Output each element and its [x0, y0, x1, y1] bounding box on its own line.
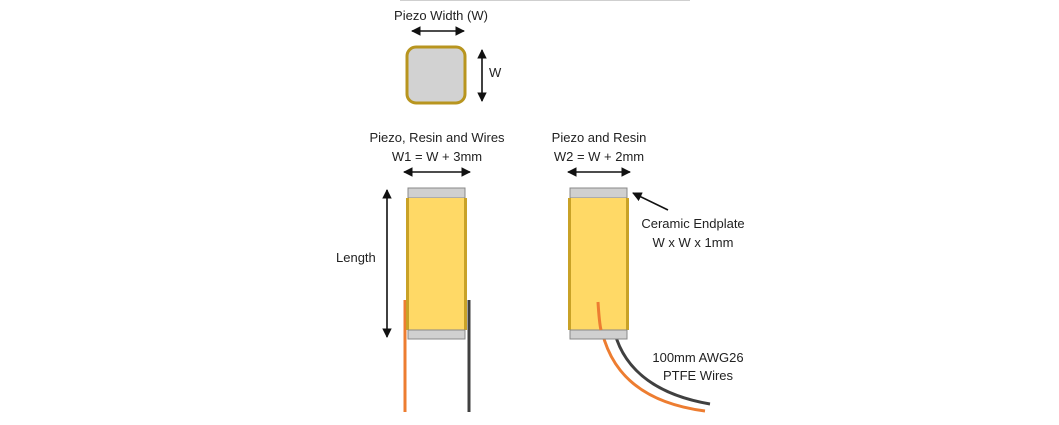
ceramic-endplate-label: Ceramic Endplate — [641, 216, 744, 231]
top-endplate-right — [569, 187, 628, 199]
endplate-dims-label: W x W x 1mm — [653, 235, 734, 250]
endplate-callout-arrow — [632, 192, 669, 211]
piezo-width-label: Piezo Width (W) — [394, 8, 488, 23]
orange-wire-right-top — [596, 301, 603, 331]
top-endplate-left — [407, 187, 466, 199]
piezo-and-resin-label: Piezo and Resin — [552, 130, 647, 145]
w-label: W — [489, 65, 502, 80]
wire-type-label: PTFE Wires — [663, 368, 734, 383]
piezo-resin-wires-label: Piezo, Resin and Wires — [369, 130, 505, 145]
length-label: Length — [336, 250, 376, 265]
bottom-endplate-left — [407, 329, 466, 340]
piezo-square — [405, 45, 467, 105]
wire-length-label: 100mm AWG26 — [652, 350, 743, 365]
bottom-endplate-right — [569, 329, 628, 340]
w2-formula-label: W2 = W + 2mm — [554, 149, 644, 164]
resin-body-left — [406, 198, 467, 330]
w1-formula-label: W1 = W + 3mm — [392, 149, 482, 164]
